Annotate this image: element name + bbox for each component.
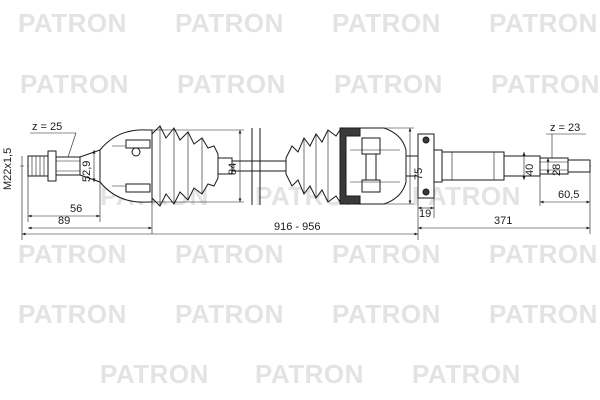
watermark: PATRON <box>334 69 443 99</box>
watermark: PATRON <box>175 239 284 269</box>
watermark: PATRON <box>18 8 127 38</box>
thread-label: M22x1,5 <box>2 148 14 190</box>
intermediate-shaft <box>441 151 505 181</box>
outer-boot <box>151 125 219 207</box>
watermark: PATRON <box>489 239 598 269</box>
right-section-length-label: 371 <box>494 215 512 227</box>
length-56-label: 56 <box>70 203 82 215</box>
right-spline-diameter-label: 28 <box>551 164 563 176</box>
watermark: PATRON <box>332 239 441 269</box>
right-spline-length-label: 60,5 <box>558 189 579 201</box>
watermark: PATRON <box>332 299 441 329</box>
left-shaft-diameter-label: 52,9 <box>81 161 93 182</box>
watermark: PATRON <box>332 8 441 38</box>
watermark: PATRON <box>20 69 129 99</box>
left-spline-teeth-label: z = 25 <box>32 121 62 133</box>
stub-collar <box>47 150 57 182</box>
right-spline-teeth-label: z = 23 <box>550 122 580 134</box>
watermark: PATRON <box>489 299 598 329</box>
watermark: PATRON <box>18 299 127 329</box>
total-length-label: 916 - 956 <box>274 221 320 233</box>
boot-diameter-label: 84 <box>227 163 239 175</box>
watermark: PATRON <box>489 8 598 38</box>
right-shaft-tip <box>567 159 591 173</box>
watermark: PATRON <box>100 359 209 389</box>
housing-section <box>339 127 361 205</box>
bearing-seat-diameter-label: 40 <box>524 164 536 176</box>
watermark-layer: PATRON PATRON PATRON PATRON PATRON PATRO… <box>18 8 600 389</box>
watermark: PATRON <box>412 359 521 389</box>
support-bearing <box>417 133 435 199</box>
bearing-width-label: 19 <box>419 208 431 220</box>
watermark: PATRON <box>177 69 286 99</box>
tripod-spider <box>361 137 381 155</box>
watermark: PATRON <box>255 359 364 389</box>
threaded-stub <box>27 155 49 177</box>
length-89-label: 89 <box>58 215 70 227</box>
watermark: PATRON <box>491 69 600 99</box>
watermark: PATRON <box>18 239 127 269</box>
watermark: PATRON <box>175 8 284 38</box>
outer-spline-shaft <box>55 156 81 176</box>
watermark: PATRON <box>175 299 284 329</box>
inner-joint-diameter-label: 75 <box>413 168 425 180</box>
